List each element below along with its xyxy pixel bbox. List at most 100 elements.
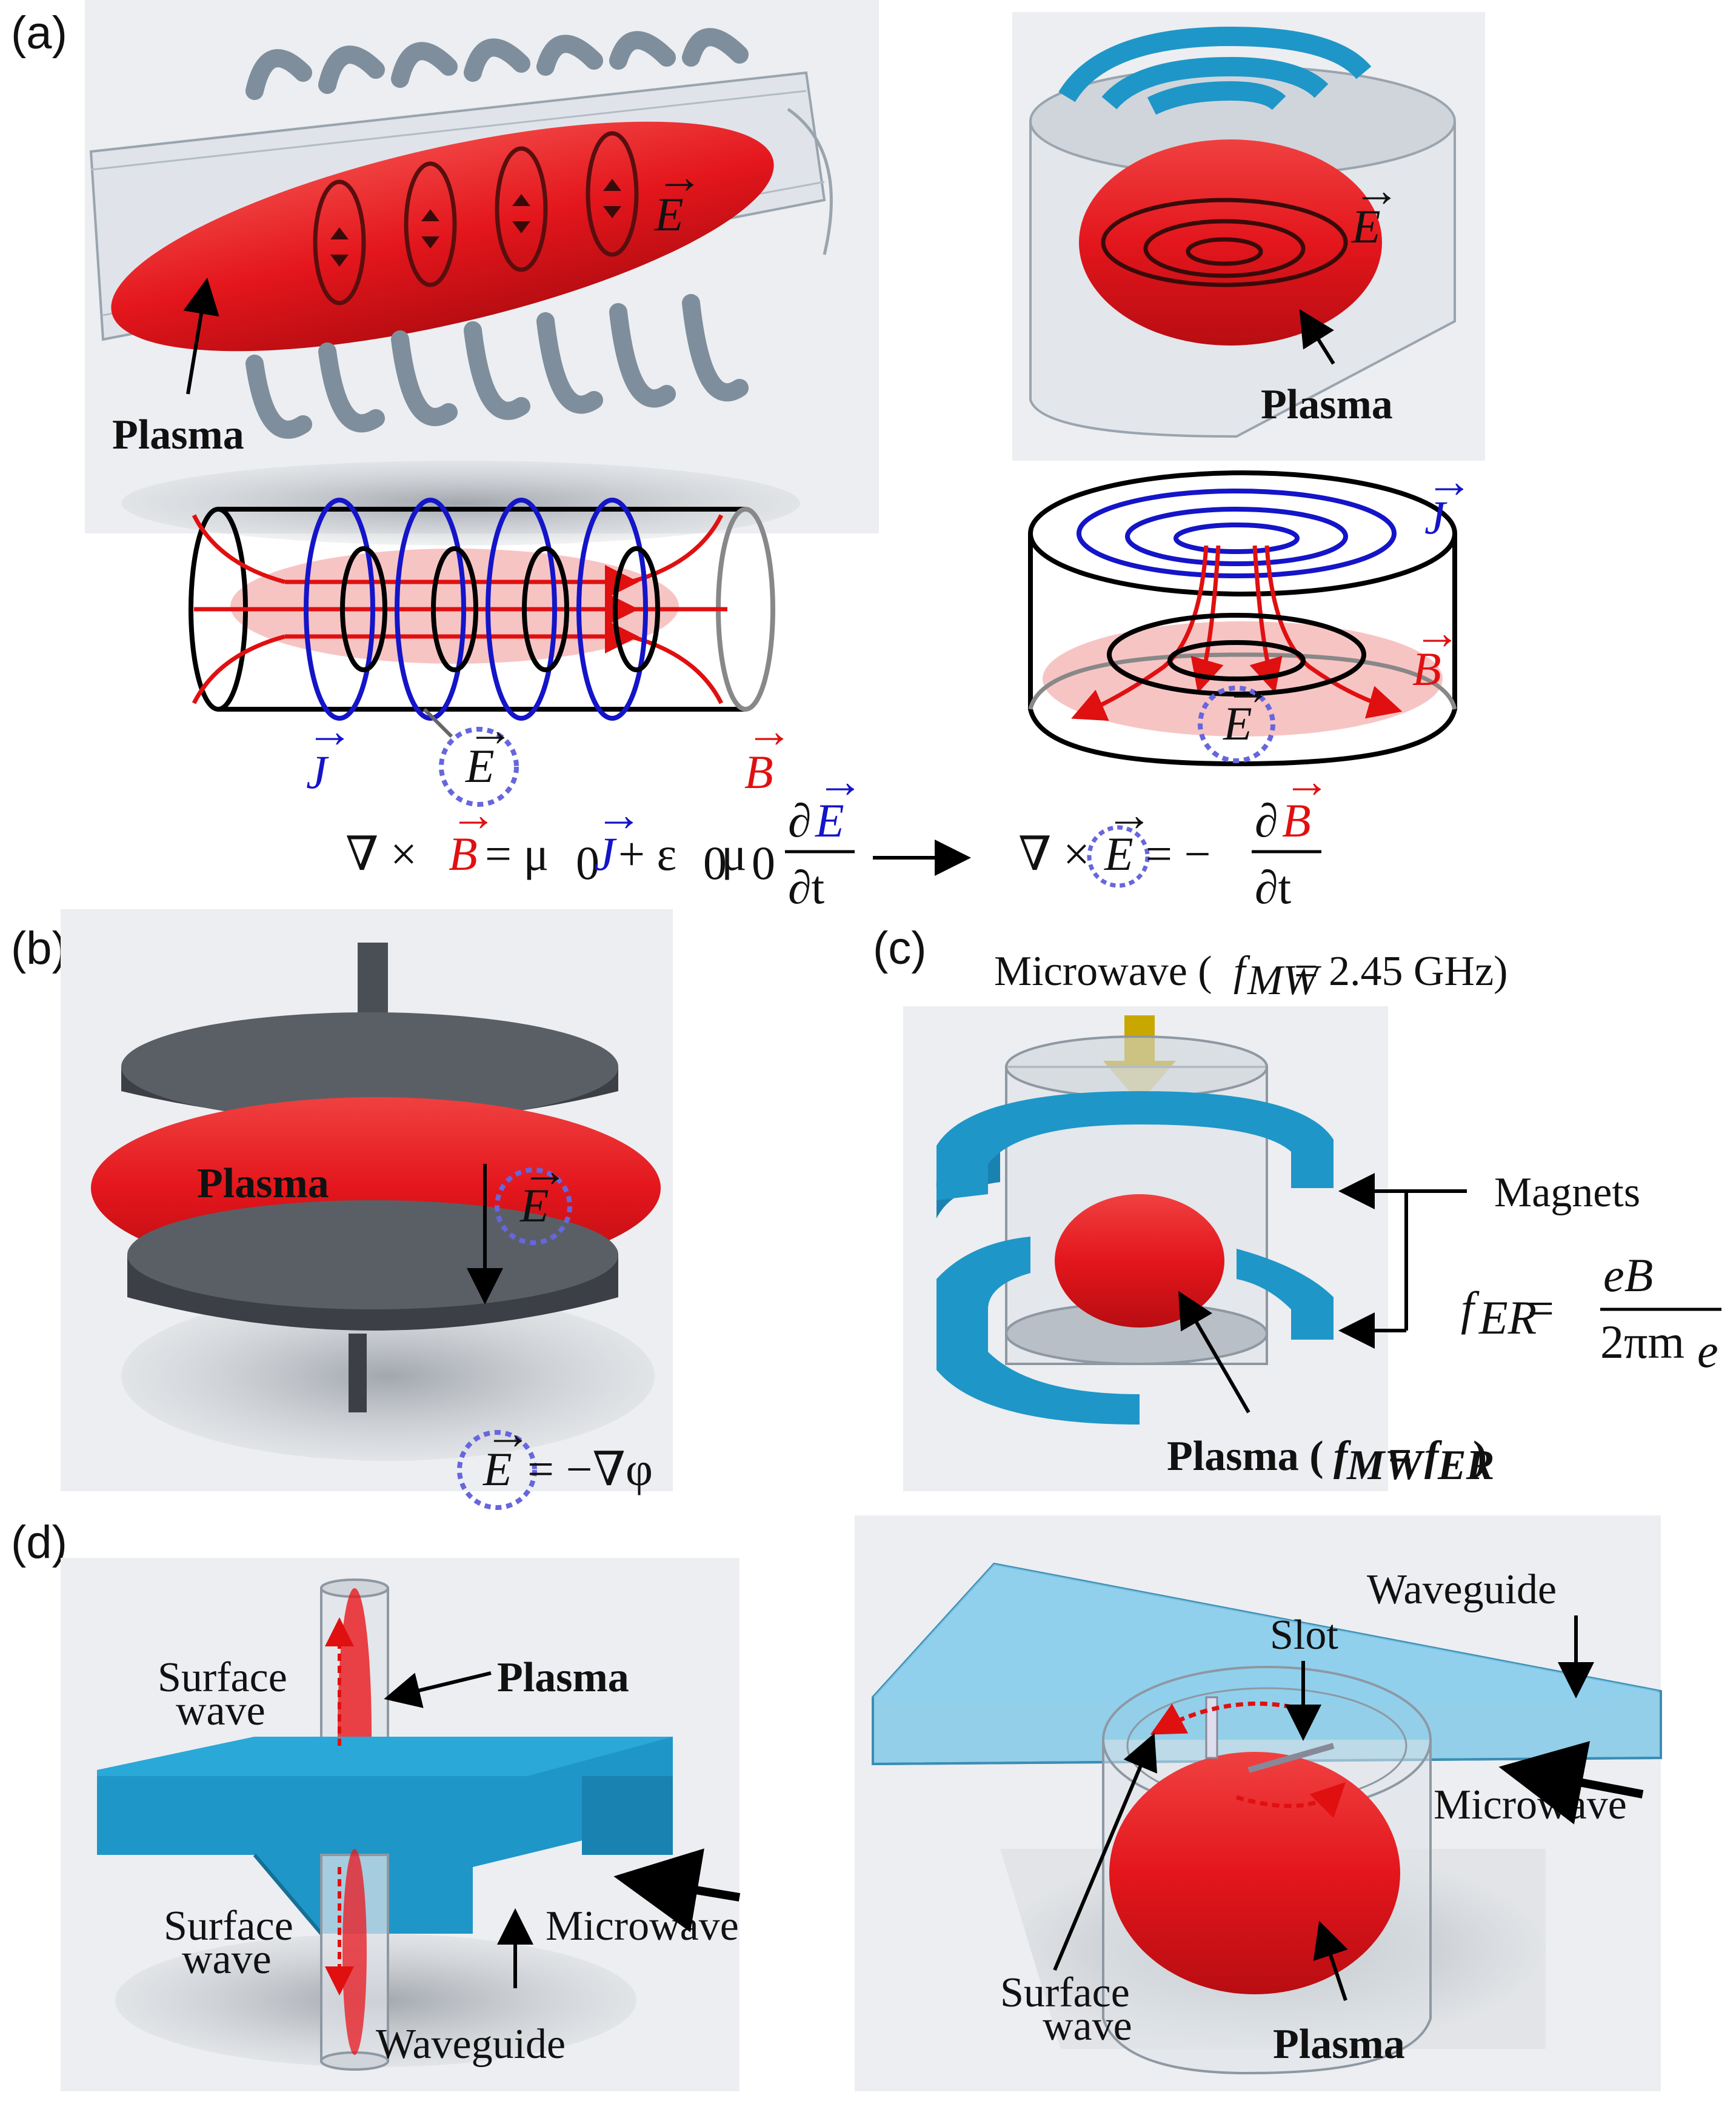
planar-e-loops-schematic xyxy=(1107,613,1366,696)
surface-label-bottom-1: Surface xyxy=(164,1903,293,1949)
svg-text:E: E xyxy=(482,1443,512,1495)
planar-e-loops xyxy=(1101,198,1348,287)
lower-magnet xyxy=(936,1237,1334,1425)
svg-text:MW: MW xyxy=(1346,1442,1425,1489)
waveguide-label-d-right: Waveguide xyxy=(1367,1566,1557,1613)
svg-text:→: → xyxy=(306,704,353,757)
svg-text:→: → xyxy=(521,1144,569,1197)
svg-text:+ ε: + ε xyxy=(618,827,676,880)
svg-text:→: → xyxy=(450,788,497,841)
svg-text:ER: ER xyxy=(1478,1291,1537,1344)
waveguide-right xyxy=(872,1562,1662,1766)
maxwell-equations: ∇ × B → = μ 0 J → + ε 0 μ 0 ∂ E → ∂t ∇ ×… xyxy=(346,755,1330,914)
svg-text:B: B xyxy=(1282,794,1311,847)
panel-label-b: (b) xyxy=(11,923,67,974)
surface-label-right-1: Surface xyxy=(1000,1969,1130,2016)
svg-text:=: = xyxy=(1388,1433,1412,1480)
e-label-circled: E → xyxy=(422,703,519,807)
planar-b-lines xyxy=(1071,545,1403,721)
ccp-gradient-equation: E → = −∇φ xyxy=(457,1406,653,1510)
plasma-label-d-left: Plasma xyxy=(497,1654,629,1701)
svg-text:B: B xyxy=(744,746,773,798)
svg-text:0: 0 xyxy=(752,837,775,889)
planar-j-spiral xyxy=(1077,489,1397,578)
svg-text:E: E xyxy=(1351,200,1381,253)
svg-text:MW: MW xyxy=(1247,957,1321,1004)
svg-text:E: E xyxy=(519,1179,549,1232)
ampere-lhs: ∇ × xyxy=(346,827,417,880)
panel-a-planar-schematic: J → B → E → xyxy=(1028,455,1473,767)
panel-d-surface-wave-tube: Surface wave Surface wave Plasma Microwa… xyxy=(61,1558,741,2091)
panel-d-slot-antenna: Waveguide Slot Microwave Surface wave Pl… xyxy=(855,1515,1662,2091)
svg-text:→: → xyxy=(1414,606,1461,659)
svg-text:∂t: ∂t xyxy=(1255,861,1292,914)
panel-a-icp-schematic: J → E → B → xyxy=(189,498,793,807)
plasma-label-d-right: Plasma xyxy=(1273,2021,1405,2068)
microwave-label-d-left: Microwave xyxy=(546,1903,739,1949)
planar-plasma-pointer xyxy=(1299,309,1335,365)
panel-c-ecr: Microwave ( f MW = 2.45 GHz) xyxy=(903,948,1721,1491)
planar-spiral-coil xyxy=(1058,26,1372,115)
e-symbol: E xyxy=(654,188,684,241)
j-current-loops xyxy=(304,498,648,721)
svg-text:Plasma (: Plasma ( xyxy=(1167,1433,1324,1480)
svg-text:ER: ER xyxy=(1437,1442,1494,1489)
svg-text:E: E xyxy=(815,794,844,847)
plasma-pointer-arrow xyxy=(183,278,219,395)
panel-label-d: (d) xyxy=(11,1517,67,1568)
svg-text:Microwave (: Microwave ( xyxy=(994,948,1212,995)
plasma-label-icp: Plasma xyxy=(112,412,244,458)
surface-label-right-2: wave xyxy=(1043,2003,1132,2049)
svg-text:=: = xyxy=(1527,1282,1554,1335)
svg-text:μ: μ xyxy=(721,827,747,880)
svg-text:0: 0 xyxy=(576,837,599,889)
coil-back xyxy=(245,28,749,100)
panel-a-cylindrical-icp: E → Plasma xyxy=(85,0,879,546)
svg-text:= −∇φ: = −∇φ xyxy=(527,1443,653,1495)
svg-text:2πm: 2πm xyxy=(1600,1315,1684,1368)
magnets-pointer xyxy=(1338,1173,1467,1349)
svg-text:→: → xyxy=(484,1406,532,1459)
svg-text:∂: ∂ xyxy=(1255,794,1278,847)
ecr-frequency-equation: f ER = eB 2πm e xyxy=(1461,1249,1721,1377)
icp-shadow xyxy=(121,461,800,546)
svg-text:J: J xyxy=(594,827,617,880)
svg-text:= −: = − xyxy=(1146,827,1210,880)
icp-e-field-loops xyxy=(313,131,639,306)
svg-text:= μ: = μ xyxy=(485,827,549,880)
surface-label-bottom-2: wave xyxy=(182,1936,272,1983)
planar-e-label: E → xyxy=(1351,164,1400,253)
svg-text:eB: eB xyxy=(1603,1249,1653,1301)
schematic-plasma-glow xyxy=(230,549,679,664)
surface-label-top-2: wave xyxy=(176,1688,265,1734)
tube-plasma-lower xyxy=(342,1849,367,2055)
icp-e-label: E → xyxy=(654,150,703,241)
ecr-plasma-condition: Plasma ( f MW = f ER ) xyxy=(1167,1433,1494,1489)
svg-text:E: E xyxy=(1223,697,1252,750)
svg-text:→: → xyxy=(746,704,793,757)
panel-b-ccp: Plasma E → E → = −∇φ xyxy=(61,909,673,1510)
ecr-plasma xyxy=(1055,1194,1224,1328)
svg-text:∇ ×: ∇ × xyxy=(1018,827,1090,880)
panel-label-c: (c) xyxy=(873,923,927,974)
vector-arrow: → xyxy=(656,150,703,203)
microwave-source-label: Microwave ( f MW = 2.45 GHz) xyxy=(994,948,1507,1004)
waveguide-label-d-left: Waveguide xyxy=(376,2021,566,2068)
svg-text:→: → xyxy=(467,703,514,756)
svg-text:J: J xyxy=(1424,491,1447,544)
svg-text:→: → xyxy=(1283,755,1330,807)
svg-text:∂: ∂ xyxy=(788,794,812,847)
surface-label-top-1: Surface xyxy=(158,1654,287,1701)
svg-text:E: E xyxy=(1104,827,1133,880)
svg-text:→: → xyxy=(816,755,864,807)
upper-magnet xyxy=(936,1091,1334,1218)
j-label: J → xyxy=(306,704,353,798)
b-label: B → xyxy=(744,704,793,798)
icp-e-arrowheads xyxy=(330,179,621,267)
svg-text:B: B xyxy=(449,827,478,880)
svg-text:= 2.45 GHz): = 2.45 GHz) xyxy=(1294,948,1507,995)
svg-text:E: E xyxy=(465,740,495,792)
slot-antenna-plasma xyxy=(1109,1752,1400,1994)
bottom-electrode-rod xyxy=(349,1334,367,1412)
svg-text:→: → xyxy=(1106,788,1153,841)
